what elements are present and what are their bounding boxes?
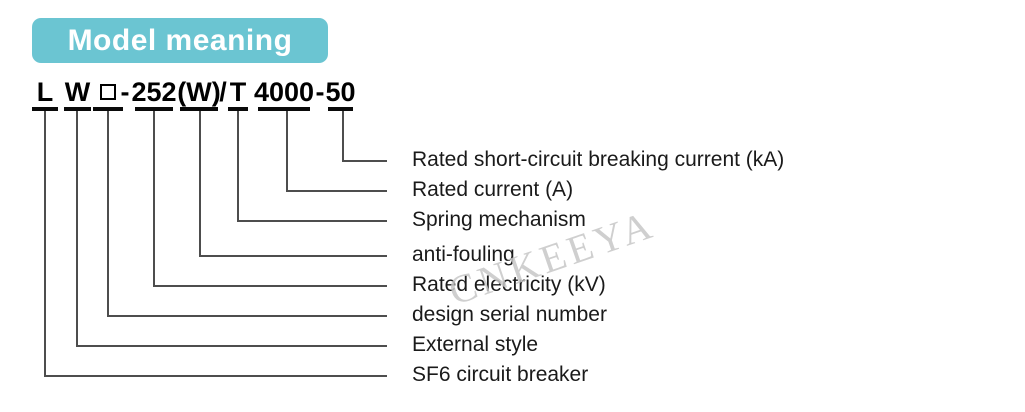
underline-L xyxy=(32,107,58,111)
label-external-style: External style xyxy=(412,333,539,356)
connector-horizontal-252 xyxy=(153,285,387,287)
label-rated-electricity: Rated electricity (kV) xyxy=(412,273,606,296)
connector-vertical-50 xyxy=(342,111,344,162)
underline-252 xyxy=(135,107,173,111)
code-part-square xyxy=(83,79,133,106)
connector-vertical-W xyxy=(76,111,78,347)
code-part-w-paren: (W) xyxy=(177,77,221,107)
connector-vertical-square xyxy=(107,111,109,317)
connector-horizontal-w-paren xyxy=(199,255,387,257)
underline-W xyxy=(64,107,91,111)
code-separator-dash-1: - xyxy=(120,77,130,107)
label-rated-current: Rated current (A) xyxy=(412,178,574,201)
page-title: Model meaning xyxy=(32,18,328,63)
connector-vertical-w-paren xyxy=(199,111,201,257)
code-part-W: W xyxy=(64,77,91,107)
connector-horizontal-L xyxy=(44,375,387,377)
underline-T xyxy=(228,107,248,111)
underline-w-paren xyxy=(180,107,218,111)
connector-horizontal-50 xyxy=(342,160,387,162)
connector-horizontal-T xyxy=(237,220,387,222)
code-separator-dash-2: - xyxy=(315,77,325,107)
connector-horizontal-W xyxy=(76,345,387,347)
label-anti-fouling: anti-fouling xyxy=(412,243,515,266)
underline-50 xyxy=(328,107,353,111)
connector-vertical-252 xyxy=(153,111,155,287)
connector-vertical-4000 xyxy=(286,111,288,192)
code-part-L: L xyxy=(36,77,54,107)
code-part-4000: 4000 xyxy=(253,77,315,107)
code-part-50: 50 xyxy=(325,77,356,107)
connector-horizontal-square xyxy=(107,315,387,317)
underline-square xyxy=(93,107,123,111)
label-spring-mechanism: Spring mechanism xyxy=(412,208,586,231)
connector-vertical-L xyxy=(44,111,46,377)
code-part-252: 252 xyxy=(131,77,177,107)
connector-horizontal-4000 xyxy=(286,190,387,192)
underline-4000 xyxy=(258,107,310,111)
square-placeholder-icon xyxy=(100,84,116,100)
label-rated-short-circuit-breaking-current: Rated short-circuit breaking current (kA… xyxy=(412,148,785,171)
label-design-serial-number: design serial number xyxy=(412,303,607,326)
code-separator-slash: / xyxy=(219,77,227,107)
connector-vertical-T xyxy=(237,111,239,222)
label-sf6-circuit-breaker: SF6 circuit breaker xyxy=(412,363,589,386)
code-part-T: T xyxy=(229,77,247,107)
